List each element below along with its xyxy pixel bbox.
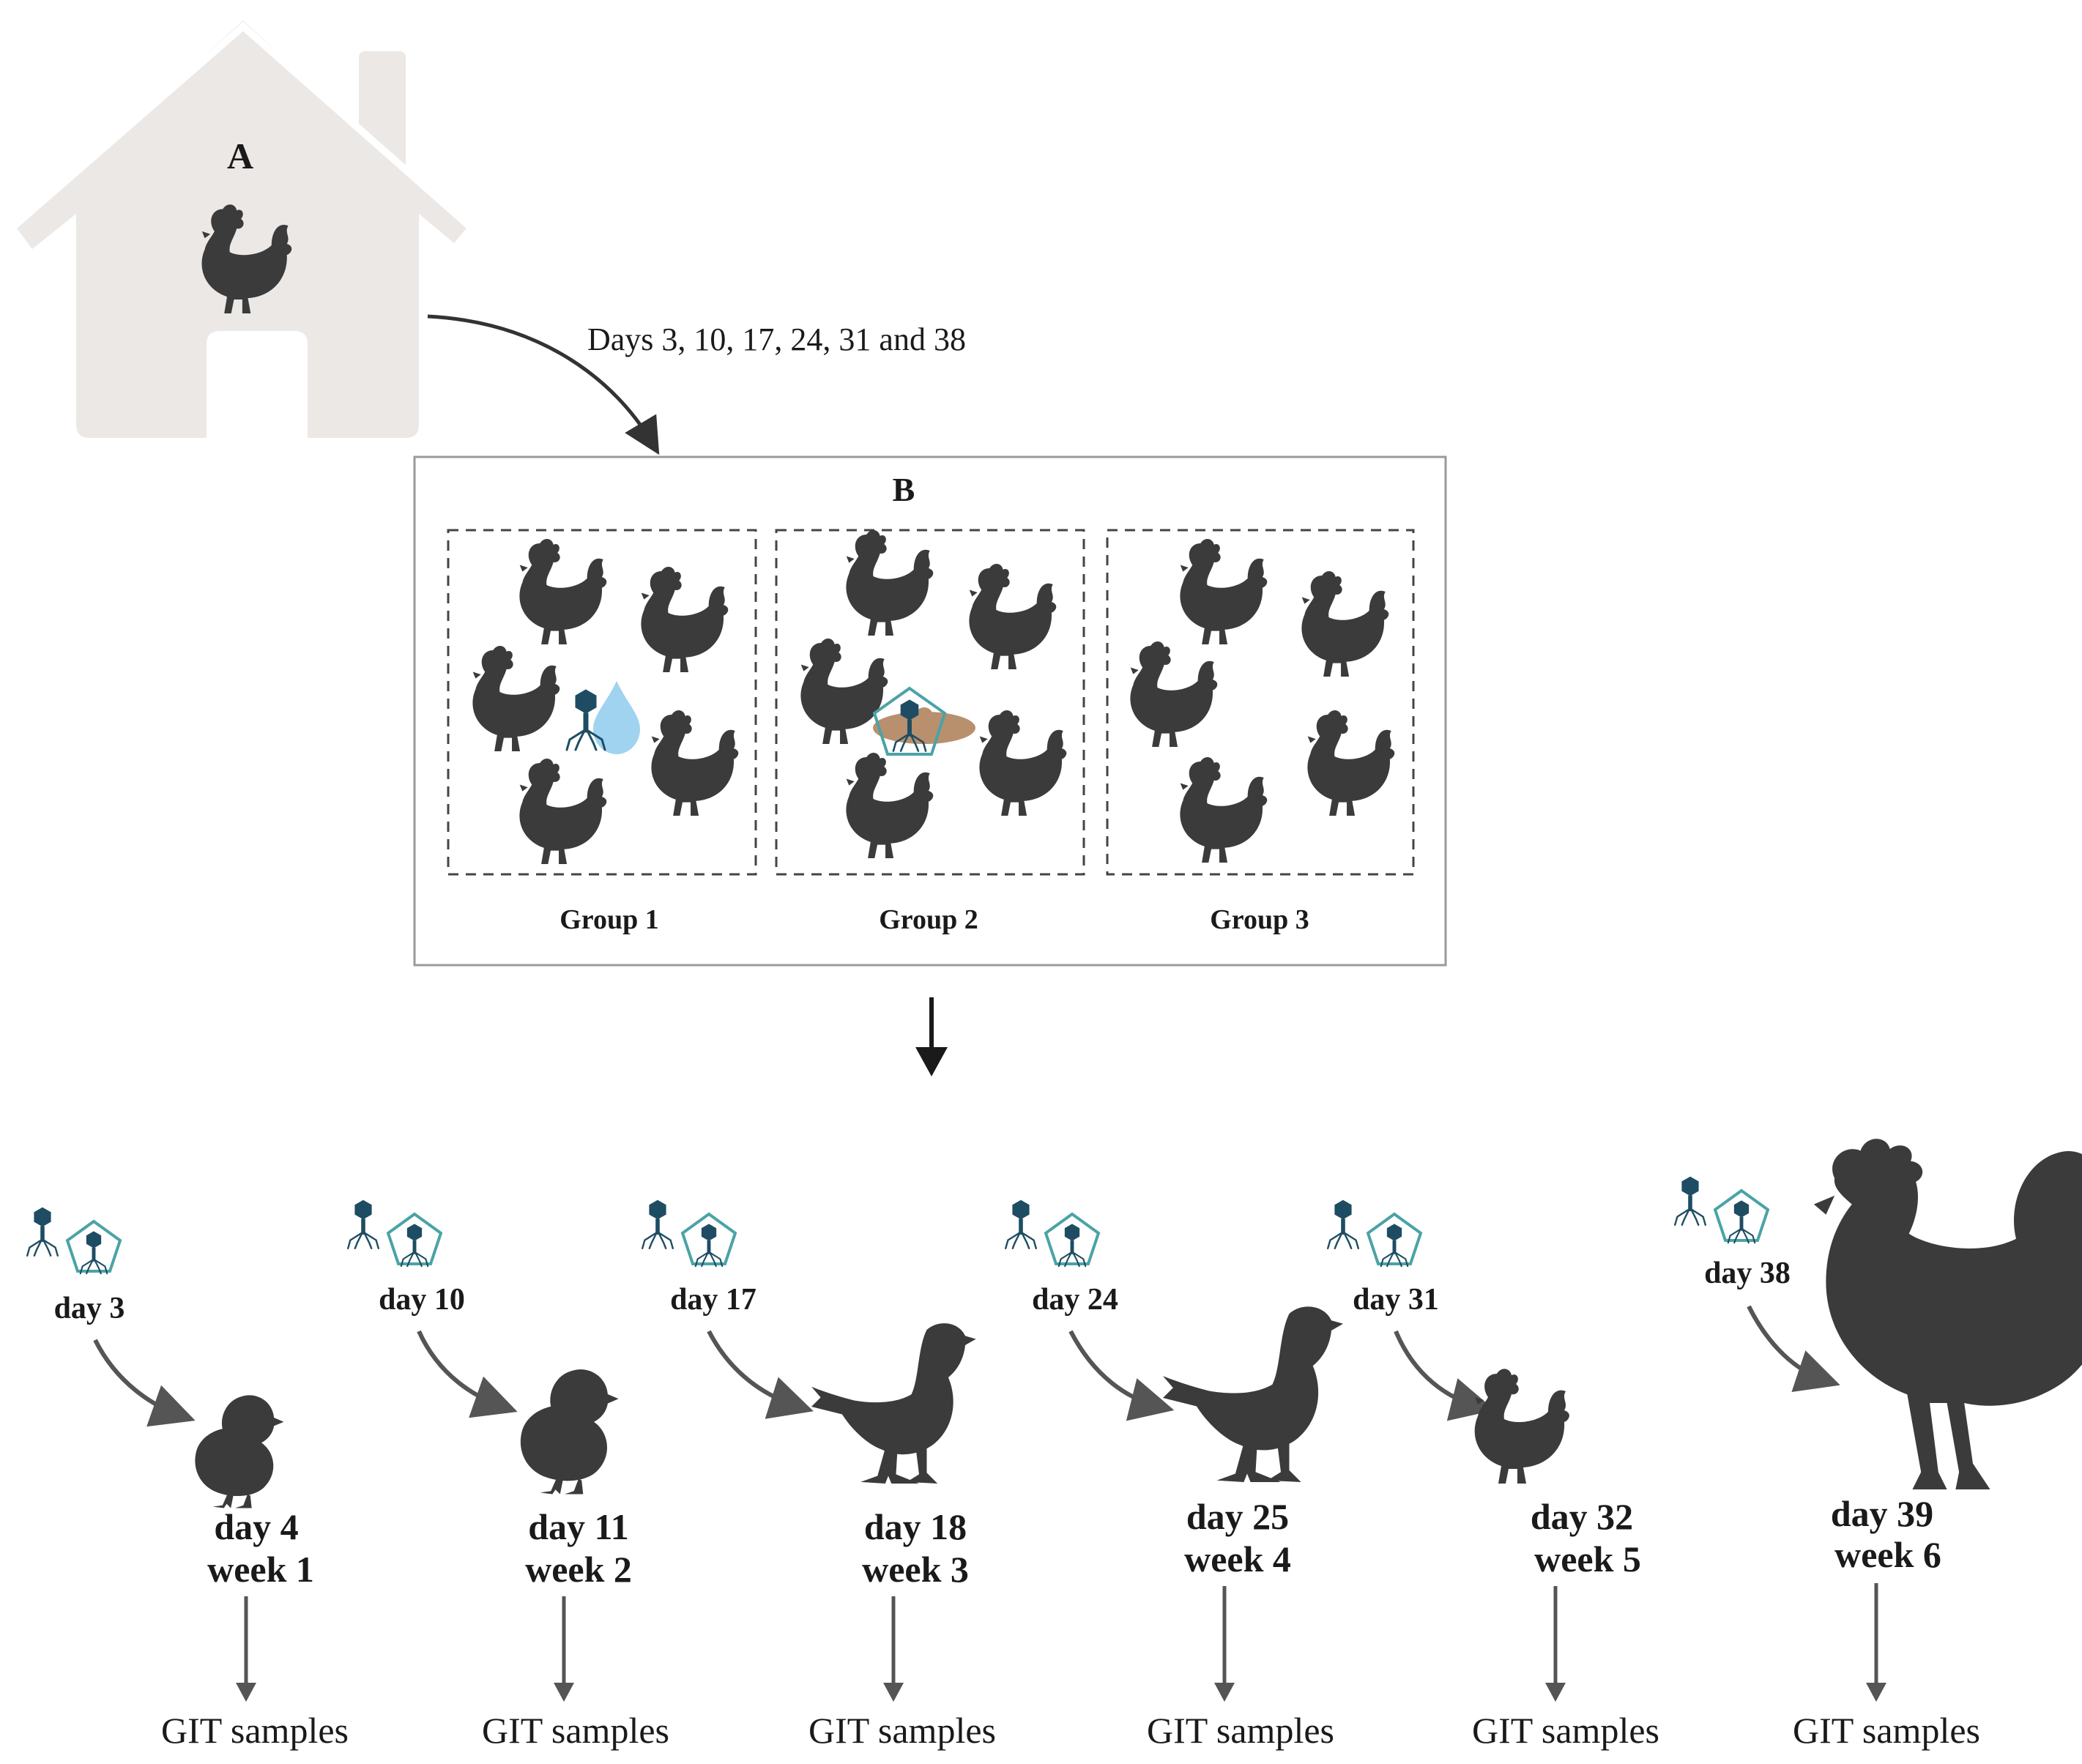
capsule-icon	[680, 1212, 737, 1265]
dose-to-sample-arrow	[1394, 1330, 1495, 1421]
dose-day-label: day 17	[670, 1283, 756, 1317]
encapsulated-phage-icon	[1727, 1199, 1756, 1244]
dose-day-label: day 31	[1353, 1283, 1439, 1317]
encapsulated-phage-icon	[694, 1223, 724, 1268]
dose-to-sample-arrow	[417, 1330, 518, 1418]
hen-icon	[1474, 1369, 1569, 1484]
encapsulated-phage-icon	[1380, 1223, 1409, 1268]
arrow-b-to-timeline	[915, 997, 948, 1076]
week-label: week 3	[862, 1549, 969, 1590]
phage-icon	[347, 1199, 379, 1250]
capsule-icon	[872, 686, 947, 756]
phage-dose-icons	[26, 1206, 122, 1275]
panel-b: B	[413, 455, 1447, 967]
phage-dose-icons	[1004, 1199, 1101, 1268]
sample-day-label: day 11	[528, 1506, 629, 1547]
dose-to-sample-arrow	[93, 1339, 196, 1427]
sample-day-label: day 39	[1831, 1493, 1933, 1534]
group-1	[447, 529, 757, 876]
git-samples-label: GIT samples	[808, 1710, 996, 1751]
dose-day-label: day 3	[54, 1292, 125, 1325]
capsule-icon	[65, 1219, 122, 1273]
sample-down-arrow	[1214, 1586, 1235, 1702]
phage-icon	[1326, 1199, 1360, 1250]
sample-day-label: day 32	[1531, 1496, 1633, 1537]
week-label: week 1	[207, 1549, 314, 1590]
juvenile-icon	[811, 1323, 976, 1484]
juvenile-icon	[1163, 1306, 1344, 1482]
phage-icon	[1673, 1175, 1707, 1227]
sample-down-arrow	[236, 1596, 256, 1702]
git-samples-label: GIT samples	[482, 1710, 669, 1751]
week-label: week 2	[525, 1549, 632, 1590]
group-2-pen	[775, 529, 1085, 876]
group-1-label: Group 1	[559, 904, 659, 935]
sample-day-label: day 25	[1186, 1496, 1289, 1537]
git-samples-label: GIT samples	[161, 1710, 349, 1751]
sample-down-arrow	[883, 1596, 904, 1702]
group-2	[775, 529, 1085, 876]
week-label: week 6	[1834, 1534, 1941, 1575]
phage-icon	[642, 1199, 674, 1250]
encapsulated-phage-icon	[400, 1223, 429, 1268]
dose-day-label: day 24	[1032, 1283, 1118, 1317]
group-3-label: Group 3	[1210, 904, 1309, 935]
phage-dose-icons	[1326, 1199, 1423, 1268]
week-label: week 4	[1184, 1538, 1291, 1579]
schedule-text: Days 3, 10, 17, 24, 31 and 38	[587, 321, 966, 357]
sample-down-arrow	[554, 1596, 574, 1702]
capsule-icon	[1366, 1212, 1423, 1265]
phage-dose-icons	[1673, 1175, 1770, 1244]
phage-icon	[1004, 1199, 1038, 1250]
dose-to-sample-arrow	[1747, 1305, 1840, 1393]
group-2-label: Group 2	[879, 904, 978, 935]
chick-icon	[195, 1395, 284, 1508]
sample-day-label: day 18	[864, 1506, 967, 1547]
dose-to-sample-arrow	[1068, 1330, 1175, 1421]
git-samples-label: GIT samples	[1793, 1710, 1980, 1751]
group-1-pen	[447, 529, 757, 876]
arrow-a-to-b	[427, 314, 660, 455]
rooster-icon	[1813, 1139, 2082, 1489]
sample-day-label: day 4	[214, 1506, 298, 1547]
water-drop-icon	[593, 681, 640, 754]
phage-dose-icons	[347, 1199, 443, 1268]
panel-b-label: B	[893, 471, 915, 508]
git-samples-label: GIT samples	[1147, 1710, 1334, 1751]
week-label: week 5	[1534, 1538, 1641, 1579]
dose-day-label: day 10	[379, 1283, 465, 1317]
dose-day-label: day 38	[1704, 1257, 1791, 1290]
git-samples-label: GIT samples	[1472, 1710, 1659, 1751]
sample-down-arrow	[1866, 1583, 1886, 1702]
capsule-icon	[1044, 1212, 1101, 1265]
panel-a-house: A	[12, 21, 472, 438]
feed-pile-icon	[873, 707, 975, 744]
phage-icon	[26, 1206, 59, 1257]
encapsulated-phage-icon	[79, 1230, 108, 1275]
encapsulated-phage-icon	[1057, 1223, 1087, 1268]
sample-down-arrow	[1545, 1586, 1566, 1702]
house-icon	[15, 21, 469, 438]
group-3	[1106, 529, 1415, 876]
phage-dose-icons	[642, 1199, 737, 1268]
capsule-icon	[386, 1212, 443, 1265]
group-3-pen	[1106, 529, 1415, 876]
dose-to-sample-arrow	[707, 1330, 814, 1419]
capsule-icon	[1713, 1188, 1770, 1242]
panel-a-label: A	[227, 135, 253, 176]
chick-icon	[520, 1369, 619, 1495]
